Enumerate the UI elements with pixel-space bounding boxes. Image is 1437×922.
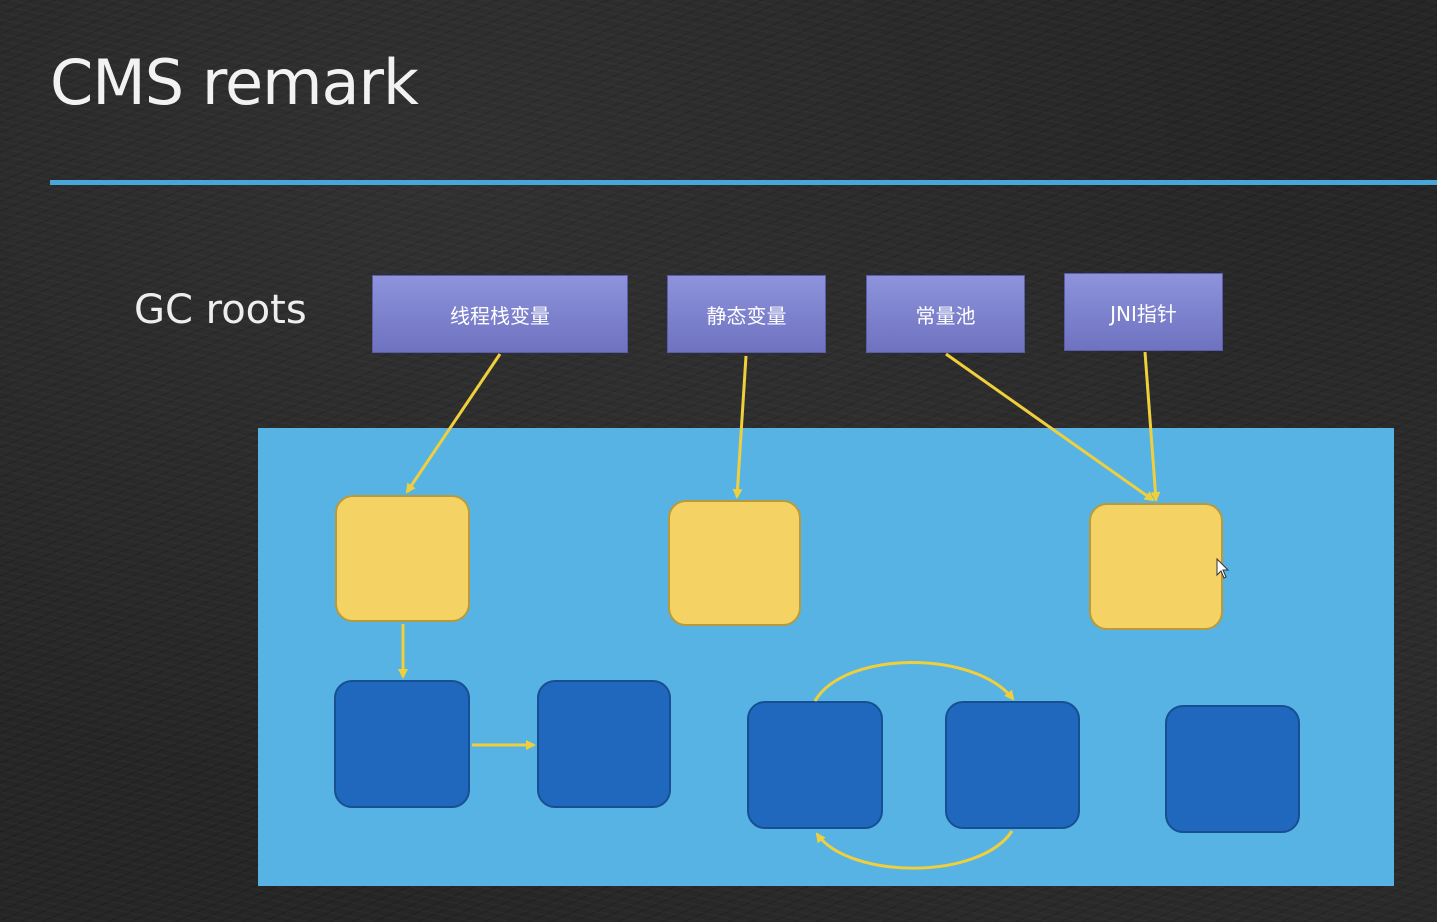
arrow-root1-to-object1 (405, 353, 502, 494)
mouse-pointer-icon (1216, 558, 1230, 579)
arrow-cycle-top (813, 661, 1015, 702)
root-static-variables: 静态变量 (667, 275, 826, 353)
arrow-root4-to-object3 (1143, 351, 1161, 502)
object-chain-2 (537, 680, 671, 808)
object-cycle-2 (945, 701, 1080, 829)
title-divider (50, 180, 1437, 185)
root-jni-pointer: JNI指针 (1064, 273, 1223, 351)
object-isolated (1165, 705, 1300, 833)
root-thread-stack-variables: 线程栈变量 (372, 275, 628, 353)
arrow-cycle-bottom (815, 830, 1014, 870)
slide-title: CMS remark (50, 46, 419, 119)
object-cycle-1 (747, 701, 883, 829)
marked-object-2 (668, 500, 801, 626)
gc-roots-label: GC roots (134, 287, 307, 333)
arrow-root2-to-object2 (732, 355, 748, 499)
root-constant-pool: 常量池 (866, 275, 1025, 353)
object-chain-1 (334, 680, 470, 808)
marked-object-1 (335, 495, 470, 622)
marked-object-3 (1089, 503, 1223, 630)
arrow-root3-to-object3 (945, 352, 1155, 502)
